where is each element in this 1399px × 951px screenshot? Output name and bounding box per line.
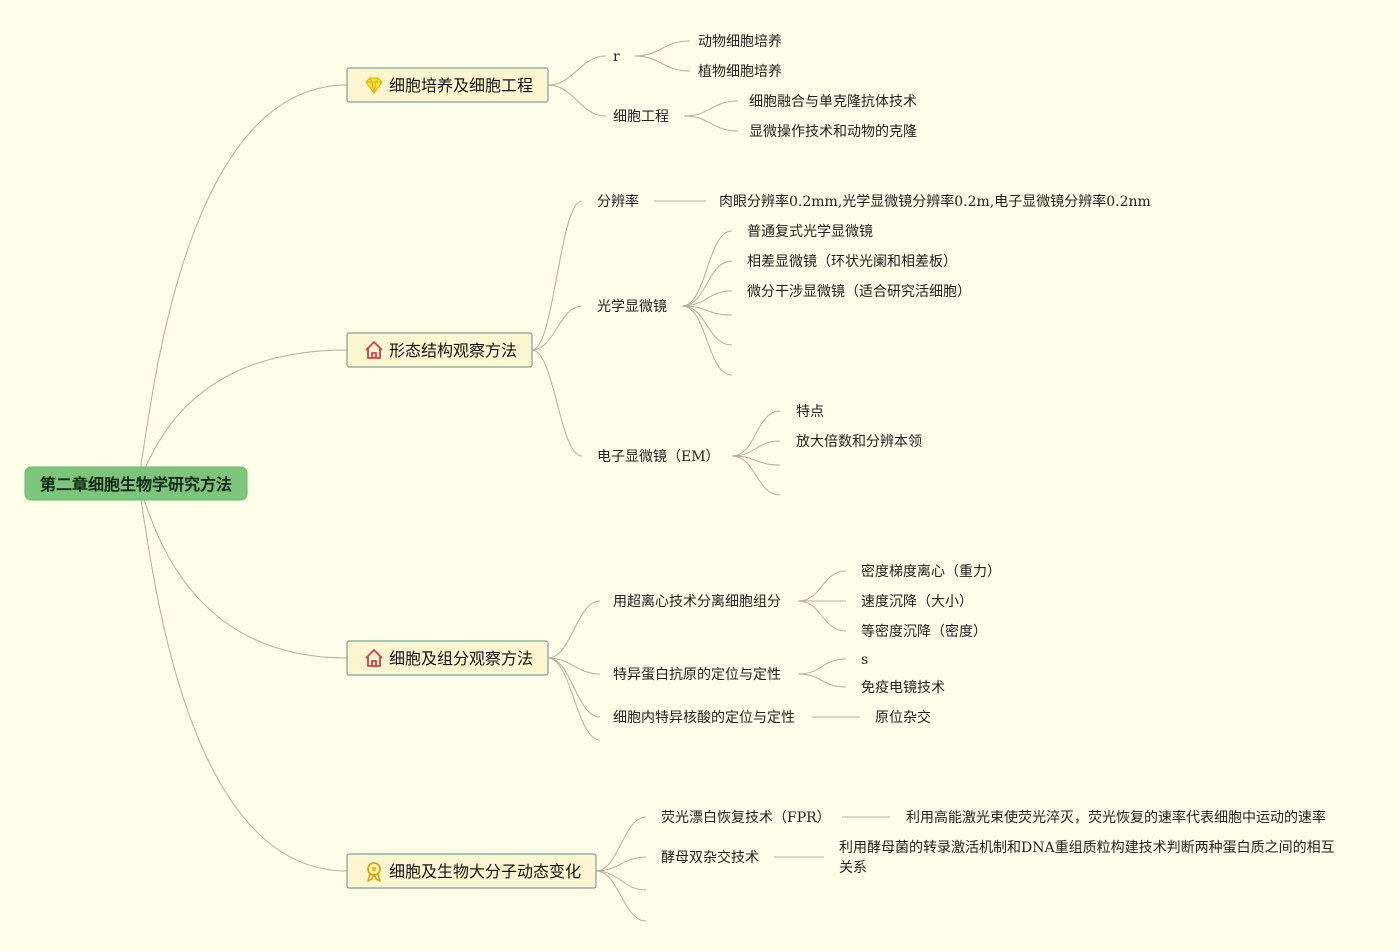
house-icon <box>365 341 383 359</box>
link-t1c2-to-t1c2b <box>683 115 739 132</box>
topic-label[interactable]: 形态结构观察方法 <box>389 341 517 360</box>
link-t2c3-to-t2c3a <box>731 410 781 457</box>
mindmap-nodes: 第二章细胞生物学研究方法细胞培养及细胞工程r动物细胞培养植物细胞培养细胞工程细胞… <box>24 34 1335 889</box>
subtopic-t2c1[interactable]: 分辨率 <box>597 193 639 210</box>
leaf-t4c2a[interactable]: 利用酵母菌的转录激活机制和DNA重组质粒构建技术判断两种蛋白质之间的相互 <box>839 839 1335 856</box>
link-t1-to-t1c1 <box>547 55 607 86</box>
subtopic-t4c2[interactable]: 酵母双杂交技术 <box>661 849 759 866</box>
link-t3c1-to-t3c1a <box>797 570 847 602</box>
subtopic-t1c2[interactable]: 细胞工程 <box>613 109 669 125</box>
link-t2c2-to-t2c2e <box>681 305 733 346</box>
topic-t3[interactable]: 细胞及组分观察方法 <box>346 640 549 676</box>
leaf-t2c2b[interactable]: 相差显微镜（环状光阑和相差板） <box>747 254 957 270</box>
diamond-icon <box>365 77 383 94</box>
link-t1c1-to-t1c1a <box>633 40 691 57</box>
leaf-t1c2b[interactable]: 显微操作技术和动物的克隆 <box>749 124 917 140</box>
topic-t4[interactable]: 细胞及生物大分子动态变化 <box>346 853 597 889</box>
link-t2c2-to-t2c2b <box>681 260 733 307</box>
leaf-t3c1a[interactable]: 密度梯度离心（重力） <box>861 563 1001 580</box>
subtopic-t2c2[interactable]: 光学显微镜 <box>597 299 667 315</box>
link-t3-to-t3c3 <box>547 657 601 718</box>
link-t4-to-t4c1 <box>595 816 647 872</box>
leaf-t2c2a[interactable]: 普通复式光学显微镜 <box>747 223 873 240</box>
topic-label[interactable]: 细胞培养及细胞工程 <box>389 76 533 95</box>
link-t2c3-to-t2c3d <box>731 455 781 496</box>
leaf-t4c2a-line2[interactable]: 关系 <box>839 860 867 876</box>
leaf-t1c2a[interactable]: 细胞融合与单克隆抗体技术 <box>749 94 917 110</box>
root-node-label[interactable]: 第二章细胞生物学研究方法 <box>40 475 232 494</box>
leaf-t2c1a[interactable]: 肉眼分辨率0.2mm,光学显微镜分辨率0.2m,电子显微镜分辨率0.2nm <box>719 193 1151 210</box>
link-t2-to-t2c2 <box>531 305 583 351</box>
award-icon <box>367 862 381 882</box>
link-root-to-t2 <box>137 349 348 484</box>
connector-lines <box>137 40 890 922</box>
link-t4-to-t4c3 <box>595 870 647 891</box>
link-t3-to-t3c1 <box>547 600 601 659</box>
topic-t2[interactable]: 形态结构观察方法 <box>346 332 533 368</box>
subtopic-t3c2[interactable]: 特异蛋白抗原的定位与定性 <box>613 667 781 683</box>
subtopic-t3c3[interactable]: 细胞内特异核酸的定位与定性 <box>613 710 795 726</box>
link-root-to-t4 <box>137 482 348 872</box>
subtopic-t1c1[interactable]: r <box>613 49 620 65</box>
link-t2c2-to-t2c2f <box>681 305 733 376</box>
leaf-t3c1c[interactable]: 等密度沉降（密度） <box>861 623 987 640</box>
link-t3c2-to-t3c2a <box>797 658 847 675</box>
link-t3-to-t3c2 <box>547 657 601 675</box>
link-t2c2-to-t2c2c <box>681 290 733 307</box>
topic-box[interactable] <box>346 640 549 676</box>
link-t1-to-t1c2 <box>547 84 607 117</box>
link-t1c1-to-t1c1b <box>633 55 691 72</box>
topic-box[interactable] <box>346 332 533 368</box>
leaf-t3c2b[interactable]: 免疫电镜技术 <box>861 680 945 696</box>
topic-box[interactable] <box>346 67 549 103</box>
link-root-to-t1 <box>137 84 348 484</box>
root-node-box[interactable] <box>24 466 248 501</box>
subtopic-t3c1[interactable]: 用超离心技术分离细胞组分 <box>613 593 781 610</box>
leaf-t3c3a[interactable]: 原位杂交 <box>875 709 931 726</box>
link-t1c2-to-t1c2a <box>683 100 739 117</box>
link-t4-to-t4c2 <box>595 856 647 872</box>
leaf-t4c1a[interactable]: 利用高能激光束使荧光淬灭，荧光恢复的速率代表细胞中运动的速率 <box>906 809 1326 826</box>
leaf-t2c2c[interactable]: 微分干涉显微镜（适合研究活细胞） <box>747 284 971 300</box>
link-t2-to-t2c3 <box>531 349 583 457</box>
leaf-t3c2a[interactable]: s <box>861 652 868 668</box>
topic-t1[interactable]: 细胞培养及细胞工程 <box>346 67 549 103</box>
leaf-t2c3b[interactable]: 放大倍数和分辨本领 <box>796 434 922 450</box>
link-t2c3-to-t2c3b <box>731 440 781 457</box>
link-t3c1-to-t3c1c <box>797 600 847 632</box>
subtopic-t2c3[interactable]: 电子显微镜（EM） <box>597 449 720 465</box>
link-t3c2-to-t3c2b <box>797 673 847 688</box>
link-t2-to-t2c1 <box>531 200 583 351</box>
topic-label[interactable]: 细胞及组分观察方法 <box>389 649 533 668</box>
link-t2c2-to-t2c2a <box>681 230 733 307</box>
link-root-to-t3 <box>137 482 348 659</box>
house-icon <box>365 649 383 667</box>
topic-label[interactable]: 细胞及生物大分子动态变化 <box>389 862 581 881</box>
topic-box[interactable] <box>346 853 597 889</box>
leaf-t3c1b[interactable]: 速度沉降（大小） <box>861 594 973 610</box>
leaf-t1c1b[interactable]: 植物细胞培养 <box>698 64 782 80</box>
subtopic-t4c1[interactable]: 荧光漂白恢复技术（FPR） <box>661 809 831 826</box>
link-t3-to-t3c4 <box>547 657 601 741</box>
leaf-t2c3a[interactable]: 特点 <box>796 404 824 420</box>
link-t4-to-t4c4 <box>595 870 647 922</box>
leaf-t1c1a[interactable]: 动物细胞培养 <box>698 34 782 50</box>
